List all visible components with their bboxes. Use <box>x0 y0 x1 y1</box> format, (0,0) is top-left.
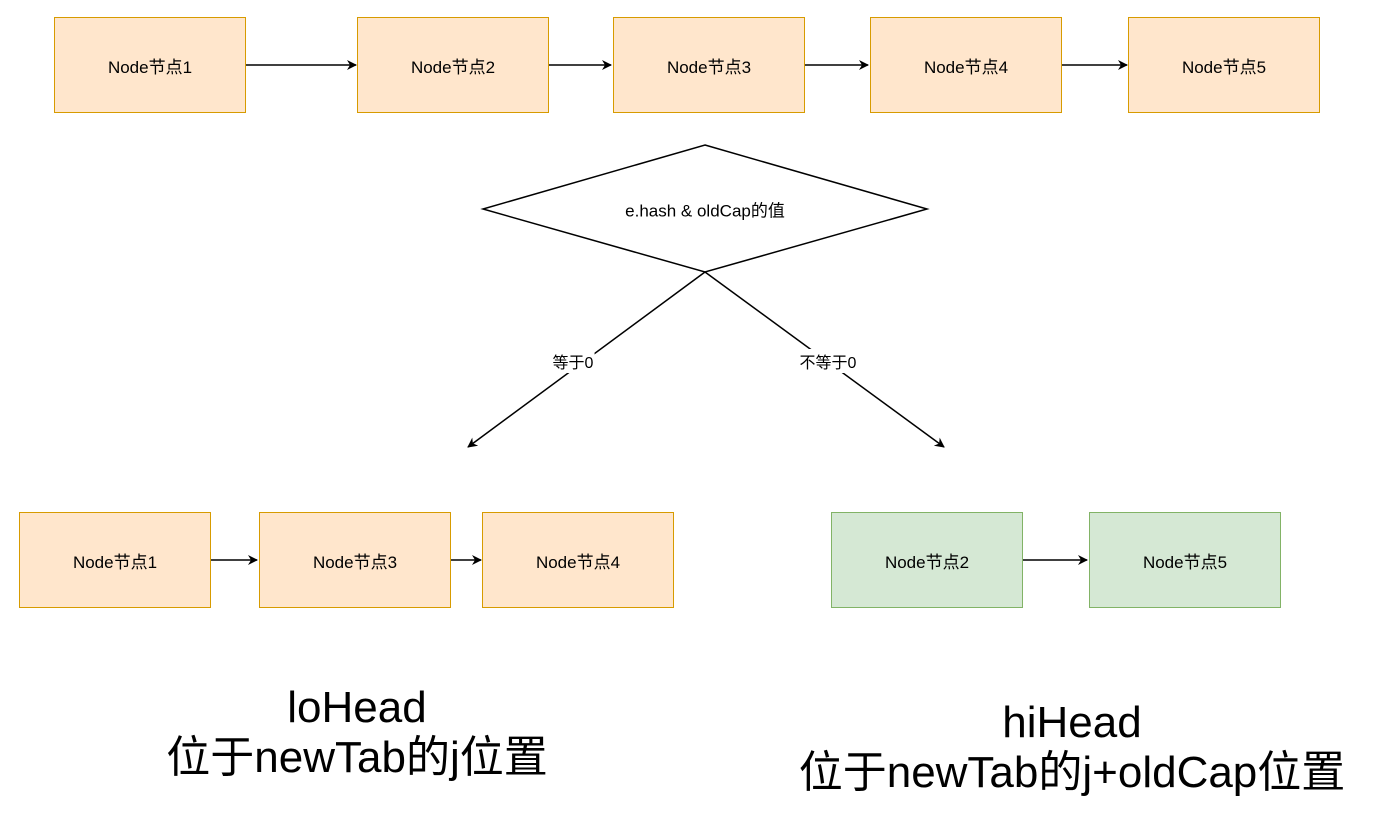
lo-node-4: Node节点4 <box>482 512 674 608</box>
lo-caption-title: loHead <box>287 683 427 732</box>
hi-node-5: Node节点5 <box>1089 512 1281 608</box>
top-node-4: Node节点4 <box>870 17 1062 113</box>
lo-node-1: Node节点1 <box>19 512 211 608</box>
top-node-1: Node节点1 <box>54 17 246 113</box>
lo-node-3: Node节点3 <box>259 512 451 608</box>
branch-label-nonzero: 不等于0 <box>798 349 858 373</box>
decision-label: e.hash & oldCap的值 <box>625 201 785 221</box>
lo-caption-position: 位于newTab的j位置 <box>166 733 548 782</box>
hi-caption: hiHead 位于newTab的j+oldCap位置 <box>799 698 1346 798</box>
hi-caption-position: 位于newTab的j+oldCap位置 <box>798 748 1346 797</box>
top-node-2: Node节点2 <box>357 17 549 113</box>
top-node-5: Node节点5 <box>1128 17 1320 113</box>
branch-label-zero: 等于0 <box>551 349 595 373</box>
lo-caption: loHead 位于newTab的j位置 <box>166 683 547 783</box>
hi-node-2: Node节点2 <box>831 512 1023 608</box>
hi-caption-title: hiHead <box>1002 698 1142 747</box>
top-node-3: Node节点3 <box>613 17 805 113</box>
